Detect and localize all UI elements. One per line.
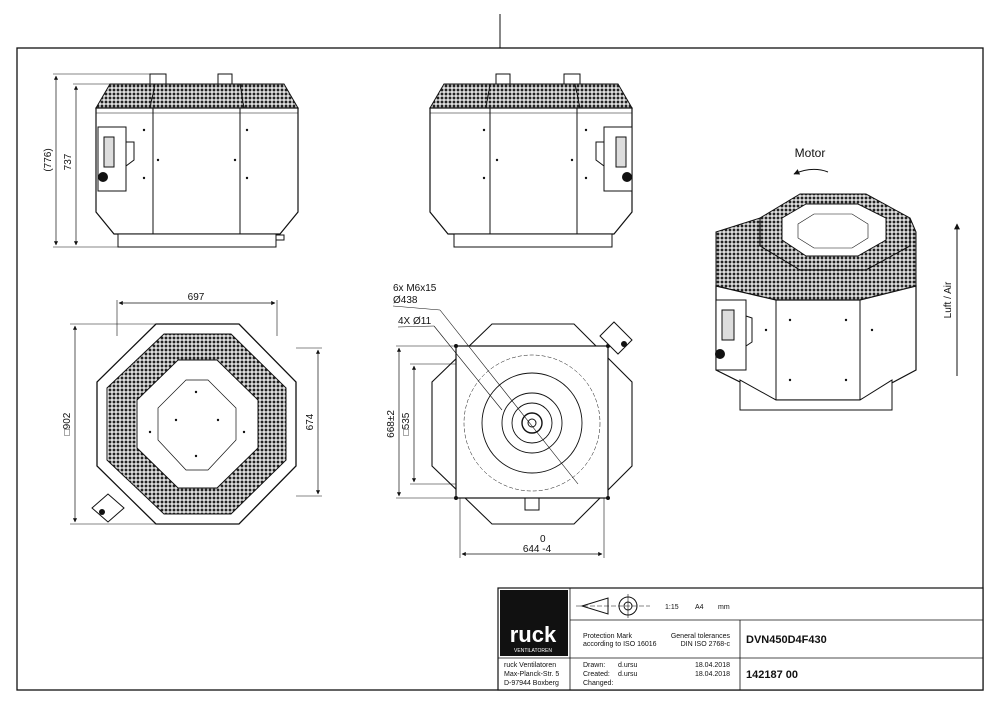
dim-square-outer: □902: [62, 412, 73, 435]
dim-height-side: 674: [305, 413, 316, 430]
bottom-view-dimensions: 6x M6x15 Ø438 4X Ø11 668±2 □535 0 644 -4: [386, 283, 605, 558]
dim-width-bottom: 644 -4: [523, 544, 552, 555]
drawn-date: 18.04.2018: [695, 662, 730, 669]
drawn-by: d.ursu: [618, 662, 638, 669]
company-line1: ruck Ventilatoren: [504, 662, 556, 669]
changed-label: Changed:: [583, 680, 613, 687]
paper-size: A4: [695, 604, 704, 611]
projection-symbol: [576, 594, 650, 618]
dim-bolt-pattern: 6x M6x15: [393, 283, 437, 294]
created-label: Created:: [583, 671, 610, 678]
company-logo: [500, 590, 568, 656]
dim-mount-height: 668±2: [386, 410, 397, 438]
title-block: ruck VENTILATOREN 1:15 A4 mm Protection …: [497, 587, 984, 691]
drawn-label: Drawn:: [583, 662, 605, 669]
company-line2: Max-Planck-Str. 5: [504, 671, 559, 678]
dim-width-top: 697: [188, 292, 205, 303]
dim-height-total: (776): [43, 148, 54, 171]
label-motor: Motor: [795, 146, 826, 160]
label-airflow: Luft / Air: [943, 281, 954, 318]
protection-mark-line1: Protection Mark: [583, 633, 633, 640]
dim-mount-square: □535: [401, 412, 412, 435]
top-view-dimensions: 697 □902 674: [62, 292, 322, 525]
front-view-right: [429, 73, 633, 248]
protection-mark-line2: according to ISO 16016: [583, 641, 657, 648]
front-view-left: [95, 73, 299, 248]
top-view: [91, 323, 297, 525]
scale: 1:15: [665, 604, 679, 611]
part-number: 142187 00: [746, 669, 798, 681]
dim-width-bottom-tol: 0: [540, 534, 546, 545]
created-by: d.ursu: [618, 671, 638, 678]
model-number: DVN450D4F430: [746, 634, 827, 646]
unit: mm: [718, 604, 730, 611]
logo-text: ruck: [510, 622, 557, 647]
front-view-dimensions: (776) 737: [43, 73, 150, 248]
dim-bolt-circle: Ø438: [393, 295, 418, 306]
general-tolerances-line2: DIN ISO 2768-c: [681, 641, 731, 648]
dim-holes: 4X Ø11: [398, 316, 432, 327]
general-tolerances-line1: General tolerances: [671, 633, 731, 640]
company-line3: D-97944 Boxberg: [504, 680, 559, 687]
logo-subtext: VENTILATOREN: [514, 648, 552, 654]
created-date: 18.04.2018: [695, 671, 730, 678]
bottom-view: [431, 309, 633, 525]
isometric-view: Motor Luft / Air: [715, 146, 960, 411]
dim-height-body: 737: [63, 153, 74, 170]
